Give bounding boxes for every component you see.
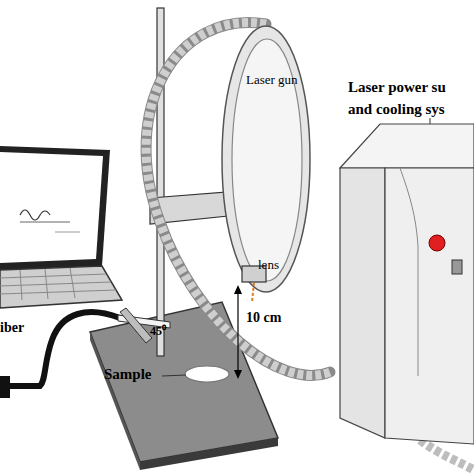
box-side: [340, 168, 385, 438]
panel-line: [400, 168, 418, 376]
sample-disc: [185, 366, 229, 382]
fiber-cable: [10, 312, 120, 386]
part-label: iber: [0, 320, 24, 336]
laser-gun-ellipse: Laser gun: [220, 24, 312, 294]
power-supply-box-outline: [330, 76, 474, 446]
dimension-label: 10 cm: [246, 310, 281, 326]
screen-line: [55, 232, 80, 233]
switch: [452, 260, 462, 274]
gun-outer-ring: [222, 26, 310, 292]
base-plate-edge: [90, 332, 140, 470]
hose-outline: [146, 23, 330, 376]
power-supply-box: Laser power su and cooling sys: [330, 76, 474, 446]
part-label: Sample: [104, 366, 152, 383]
box-front: [385, 168, 474, 444]
arrow-head: [234, 370, 242, 379]
hose-body: [146, 23, 330, 376]
base-plate-edge: [140, 438, 278, 470]
box-top: [340, 124, 474, 168]
distance-line: [237, 290, 238, 374]
laptop-screen-frame: [0, 146, 110, 270]
screen-logo: [20, 210, 50, 220]
laptop-keyboard: [0, 266, 122, 308]
node-text: Laser gun: [246, 70, 310, 89]
keyboard-keys: [0, 268, 116, 300]
angle-label: 45⁰: [150, 322, 166, 339]
stand-rod: [157, 8, 164, 356]
arrow-head: [234, 285, 242, 294]
red-button: [429, 235, 445, 251]
laptop-screen: [0, 152, 103, 263]
sample-leader: [162, 375, 186, 376]
base-plate: [90, 302, 278, 462]
screen-line: [20, 222, 70, 223]
hose-tail: [420, 440, 474, 470]
cooling-hose: [146, 23, 330, 376]
fiber-connector: [0, 376, 10, 398]
fiber-probe: [120, 308, 152, 343]
part-label: lens: [258, 257, 279, 273]
laser-gun-ellipse-outline: [220, 24, 312, 294]
node-text: Laser power su and cooling sys: [348, 76, 466, 120]
